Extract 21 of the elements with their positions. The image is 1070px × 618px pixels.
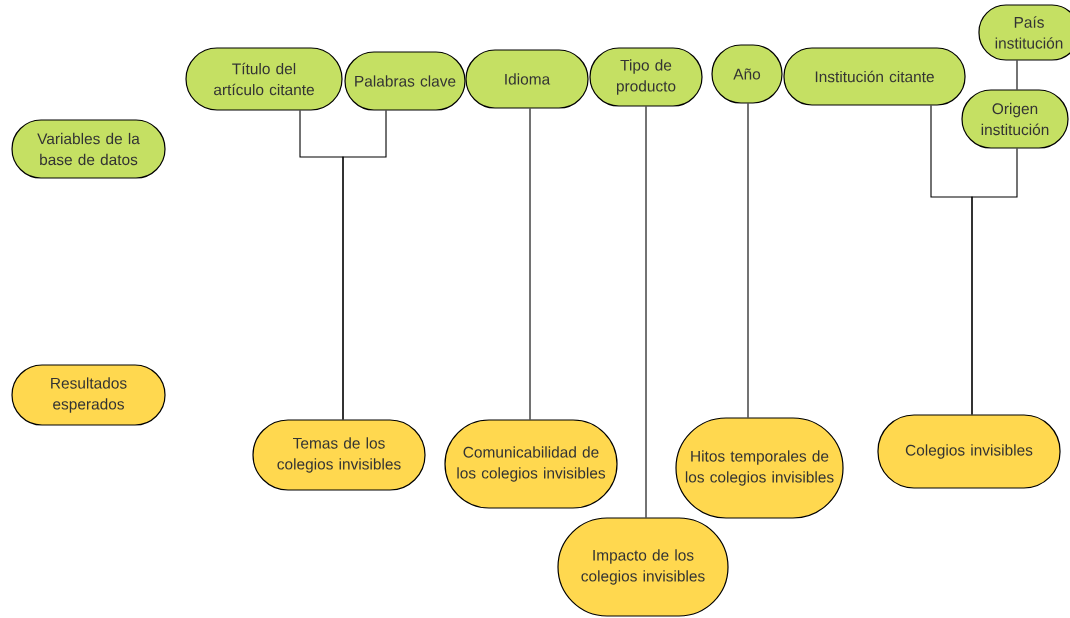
result-box: Impacto de los colegios invisibles	[557, 517, 729, 617]
variable-box: Título del artículo citante	[185, 47, 343, 111]
variable-box: Origen institución	[961, 89, 1069, 149]
connector-line	[342, 110, 387, 420]
variable-box: Palabras clave	[344, 51, 466, 111]
connector-line	[747, 103, 749, 418]
connector-line	[1016, 60, 1018, 90]
variable-box: País institución	[978, 4, 1070, 61]
result-box: Hitos temporales de los colegios invisibles	[675, 417, 844, 519]
variable-box: Variables de la base de datos	[11, 119, 166, 179]
result-box: Comunicabilidad de los colegios invisibles	[444, 419, 618, 509]
result-box: Resultados esperados	[11, 364, 166, 426]
connector-line	[645, 106, 647, 518]
result-box: Colegios invisibles	[877, 414, 1061, 489]
variable-box: Idioma	[465, 49, 589, 109]
variable-box: Tipo de producto	[589, 47, 703, 107]
variable-box: Institución citante	[783, 47, 966, 106]
result-box: Temas de los colegios invisibles	[252, 419, 426, 491]
connector-line	[971, 148, 1018, 415]
variable-box: Año	[711, 44, 783, 104]
connector-line	[529, 108, 531, 420]
